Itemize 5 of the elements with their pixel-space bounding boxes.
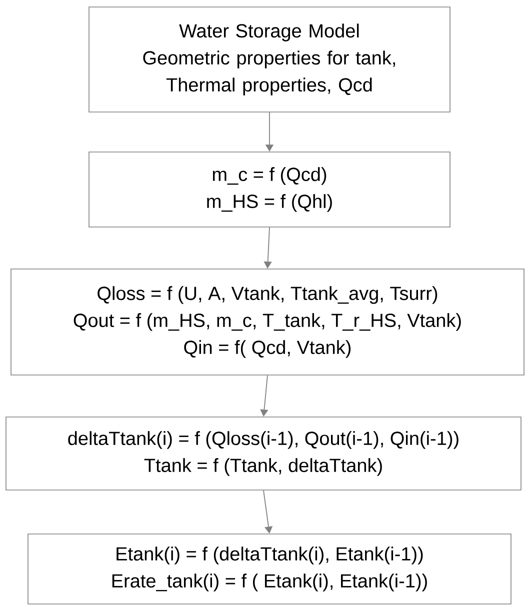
process-box: Water Storage Model Geometric properties for tank, Thermal properties, Qcd bbox=[88, 6, 450, 112]
process-box: Qloss = f (U, A, Vtank, Ttank_avg, Tsurr) Qout = f (m_HS, m_c, T_tank, T_r_HS, Vtank) Qin = f( Qcd, Vtank) bbox=[10, 268, 524, 376]
process-box: Etank(i) = f (deltaTtank(i), Etank(i-1)) Erate_tank(i) = f ( Etank(i), Etank(i-1)) bbox=[28, 534, 512, 604]
process-box: deltaTtank(i) = f (Qloss(i-1), Qout(i-1), Qin(i-1)) Ttank = f (Ttank, deltaTtank) bbox=[6, 416, 522, 490]
process-box: m_c = f (Qcd) m_HS = f (Qhl) bbox=[88, 152, 450, 228]
